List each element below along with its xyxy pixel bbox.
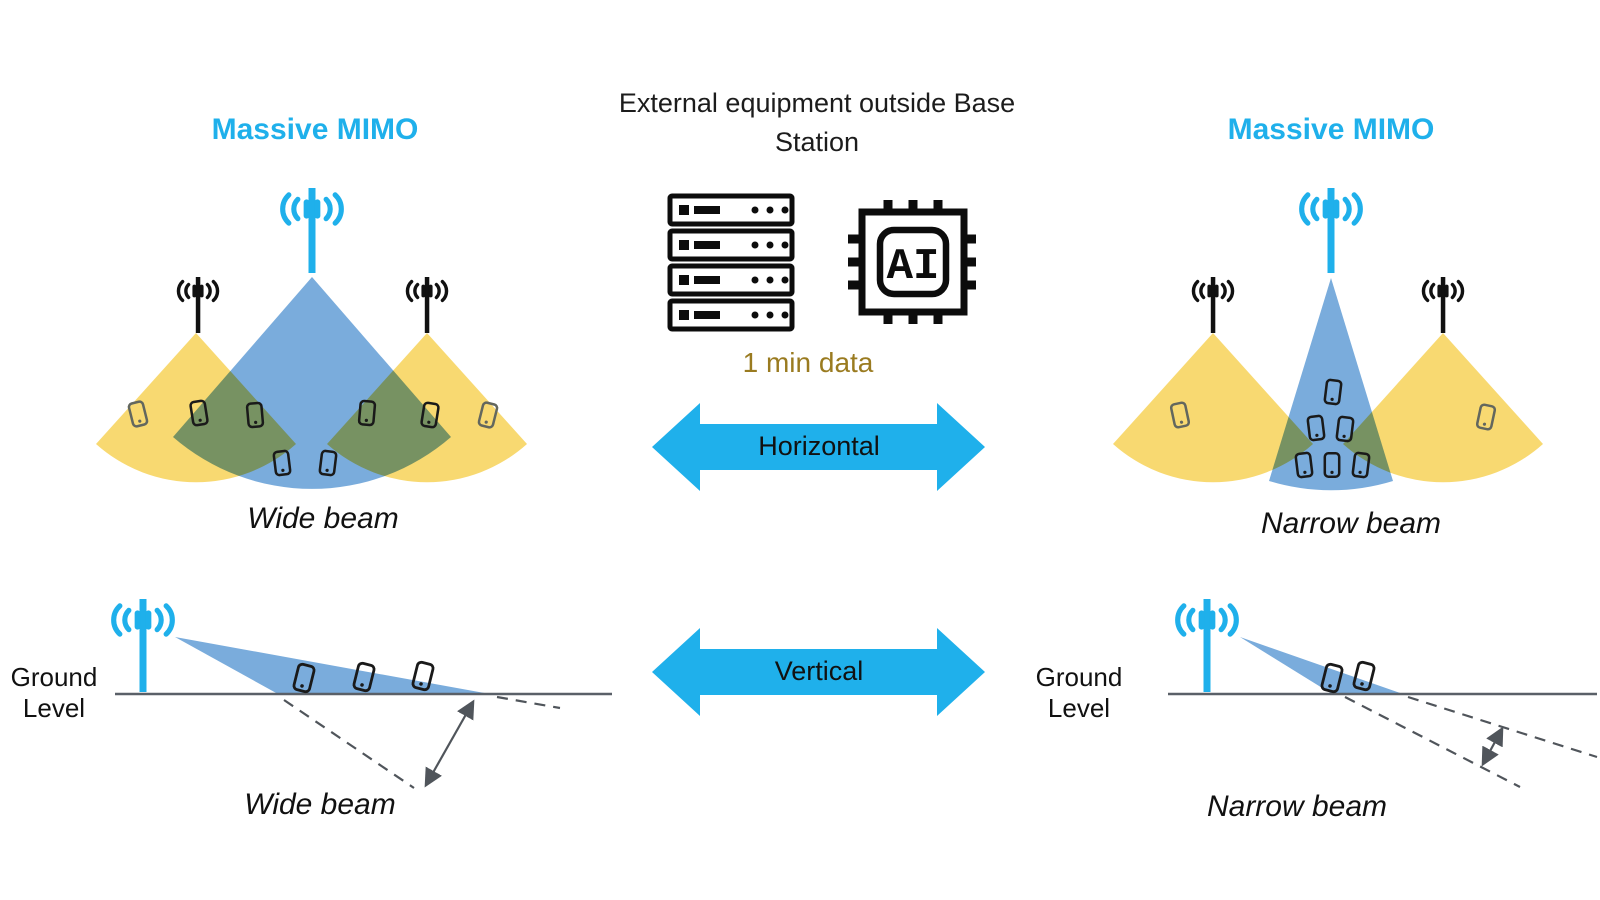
- top-right-panel: [1113, 188, 1543, 491]
- beam-upper-bound-dashed: [1407, 695, 1598, 759]
- antenna-icon: [1302, 188, 1361, 273]
- antenna-icon: [1193, 277, 1232, 333]
- server-unit: [667, 263, 795, 297]
- server-unit: [667, 298, 795, 332]
- chip-label: AI: [887, 242, 940, 292]
- wide-beam-caption-top: Wide beam: [247, 502, 399, 535]
- beam-width-measure-arrow: [1481, 726, 1504, 767]
- beam-upper-bound-dashed: [496, 695, 561, 710]
- horizontal-double-arrow: [652, 403, 985, 491]
- top-left-panel: [96, 188, 527, 489]
- wide-beam-caption-bottom: Wide beam: [244, 788, 396, 821]
- vertical-double-arrow: [652, 628, 985, 716]
- server-unit: [667, 193, 795, 227]
- server-unit: [667, 228, 795, 262]
- antenna-icon: [1178, 599, 1237, 692]
- narrow-beam-caption-bottom: Narrow beam: [1206, 790, 1388, 823]
- beam-width-measure-arrow: [424, 699, 475, 788]
- wide-blue-beam: [173, 277, 451, 489]
- ai-chip-icon: AI: [848, 200, 976, 324]
- narrow-blue-beam: [1269, 278, 1393, 491]
- yellow-sector-beam: [1343, 333, 1543, 483]
- antenna-icon: [178, 277, 217, 333]
- bottom-left-panel: [114, 599, 612, 789]
- beam-lower-bound-dashed: [283, 699, 415, 789]
- antenna-icon: [1423, 277, 1462, 333]
- vertical-arrow-label: Vertical: [774, 656, 864, 686]
- antenna-icon: [283, 188, 342, 273]
- antenna-icon: [114, 599, 173, 692]
- ground-level-label-left: Ground Level: [10, 662, 98, 724]
- chip-pins: [848, 200, 976, 324]
- server-rack-icon: [667, 193, 795, 332]
- massive-mimo-title-right: Massive MIMO: [1227, 113, 1435, 146]
- antenna-icon: [407, 277, 446, 333]
- external-equipment-heading: External equipment outside Base Station: [618, 88, 1016, 158]
- ground-level-label-right: Ground Level: [1035, 662, 1123, 724]
- horizontal-arrow-label: Horizontal: [758, 431, 880, 461]
- narrow-beam-caption-top: Narrow beam: [1260, 507, 1442, 540]
- yellow-sector-beam: [1113, 333, 1313, 483]
- narrow-beam-side-view: [1240, 637, 1403, 694]
- bottom-right-panel: [1168, 599, 1598, 788]
- beam-lower-bound-dashed: [1344, 696, 1521, 788]
- one-min-data-label: 1 min data: [742, 347, 874, 378]
- massive-mimo-title-left: Massive MIMO: [211, 113, 419, 146]
- wide-beam-side-view: [175, 637, 490, 694]
